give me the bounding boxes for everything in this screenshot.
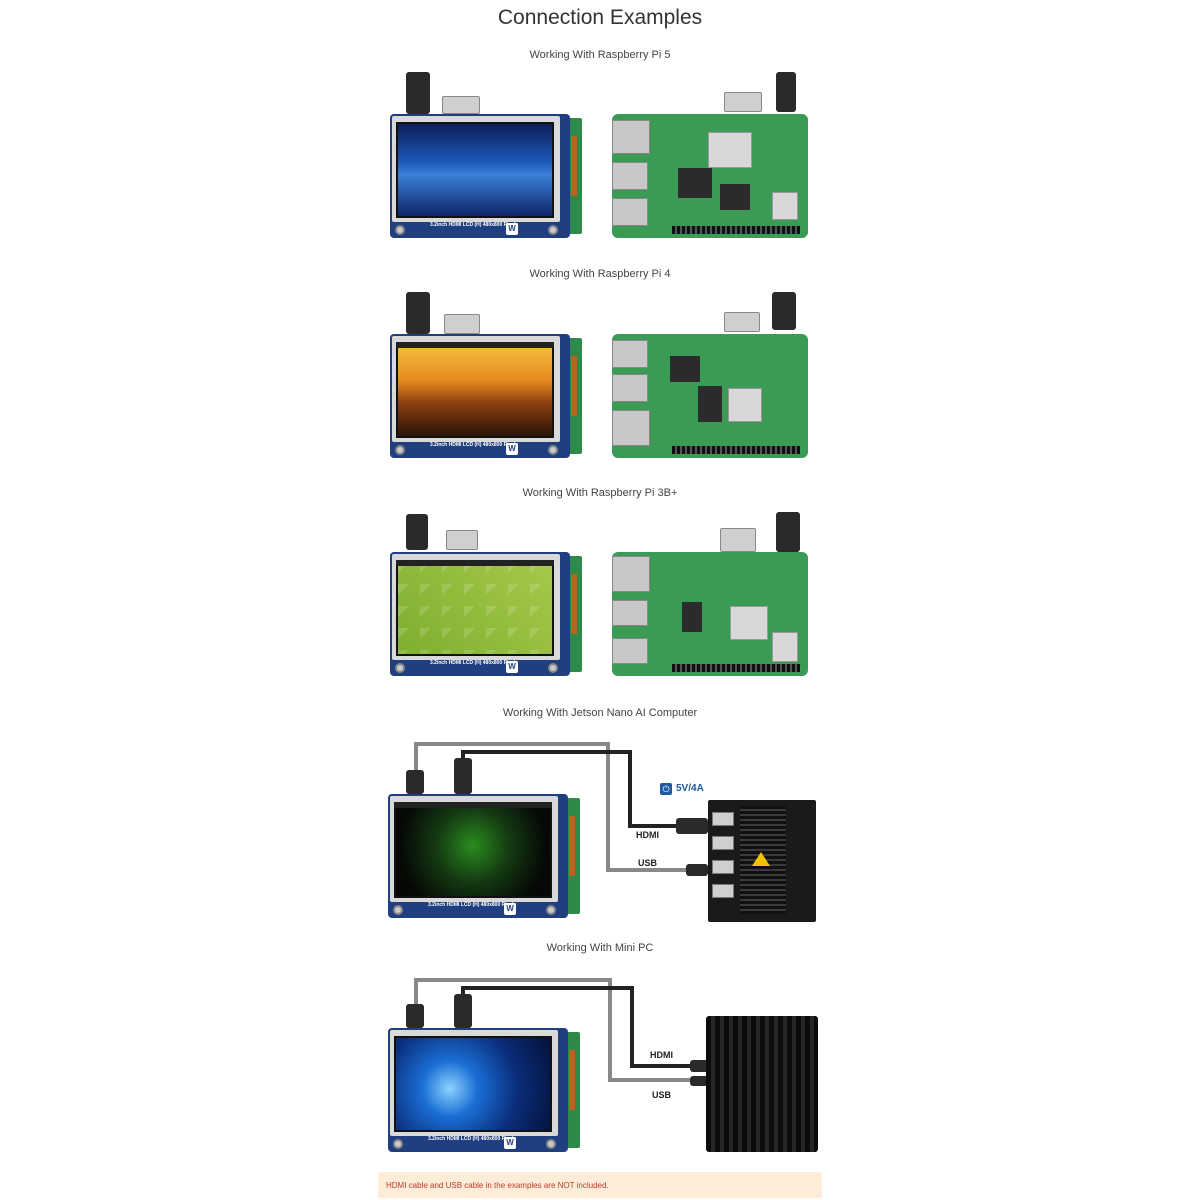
mini-pc xyxy=(706,1016,818,1152)
lcd-module: 3.2inch HDMI LCD (H) 480x800 Pixels W xyxy=(388,794,584,918)
lcd-screen-image xyxy=(396,560,554,656)
waveshare-logo-icon: W xyxy=(504,903,516,915)
hdmi-plug-icon xyxy=(676,818,708,834)
usb-plug-icon xyxy=(406,514,428,550)
section-label-minipc: Working With Mini PC xyxy=(546,942,654,954)
waveshare-logo-icon: W xyxy=(504,1137,516,1149)
lcd-screen-image xyxy=(394,802,552,898)
power-icon: ⏻ xyxy=(660,783,672,795)
lcd-module: 3.2inch HDMI LCD (H) 480x800 Pixels W xyxy=(390,552,586,676)
usb-plug-icon xyxy=(690,1076,708,1086)
lcd-screen-image xyxy=(396,342,554,438)
disclaimer-note: HDMI cable and USB cable in the examples… xyxy=(378,1172,822,1198)
jetson-nano-board xyxy=(708,800,816,922)
usb-plug-icon xyxy=(686,864,708,876)
power-label: 5V/4A xyxy=(676,783,704,794)
lcd-module: 3.2inch HDMI LCD (H) 480x800 Pixels W xyxy=(388,1028,584,1152)
hdmi-plug-icon xyxy=(724,312,760,332)
raspberry-pi-4-board xyxy=(612,334,808,458)
lcd-screen-image xyxy=(396,122,554,218)
hdmi-plug-icon xyxy=(454,758,472,794)
waveshare-logo-icon: W xyxy=(506,661,518,673)
hdmi-plug-icon xyxy=(724,92,762,112)
usb-plug-icon xyxy=(406,1004,424,1028)
lcd-model-label: 3.2inch HDMI LCD (H) 480x800 Pixels xyxy=(428,1136,517,1142)
hdmi-plug-icon xyxy=(454,994,472,1028)
lcd-model-label: 3.2inch HDMI LCD (H) 480x800 Pixels xyxy=(430,442,519,448)
section-label-jetson: Working With Jetson Nano AI Computer xyxy=(502,707,698,719)
usb-cable-label: USB xyxy=(638,858,658,868)
lcd-model-label: 3.2inch HDMI LCD (H) 480x800 Pixels xyxy=(430,660,519,666)
section-label-rpi3b: Working With Raspberry Pi 3B+ xyxy=(522,487,678,499)
lcd-module: 3.2inch HDMI LCD (H) 480x800 Pixels W xyxy=(390,114,586,238)
usb-plug-icon xyxy=(406,292,430,334)
warning-icon xyxy=(752,852,770,866)
hdmi-cable-label: HDMI xyxy=(636,830,659,840)
raspberry-pi-5-board xyxy=(612,114,808,238)
section-label-rpi4: Working With Raspberry Pi 4 xyxy=(529,268,671,280)
section-label-rpi5: Working With Raspberry Pi 5 xyxy=(529,49,671,61)
lcd-module: 3.2inch HDMI LCD (H) 480x800 Pixels W xyxy=(390,334,586,458)
lcd-model-label: 3.2inch HDMI LCD (H) 480x800 Pixels xyxy=(430,222,519,228)
hdmi-plug-icon xyxy=(442,96,480,114)
lcd-screen-image xyxy=(394,1036,552,1132)
usb-plug-icon xyxy=(776,512,800,552)
hdmi-cable-label: HDMI xyxy=(650,1050,673,1060)
hdmi-plug-icon xyxy=(444,314,480,334)
hdmi-plug-icon xyxy=(720,528,756,552)
waveshare-logo-icon: W xyxy=(506,223,518,235)
usb-plug-icon xyxy=(772,292,796,330)
hdmi-plug-icon xyxy=(446,530,478,550)
usb-plug-icon xyxy=(406,770,424,794)
usb-plug-icon xyxy=(776,72,796,112)
usb-plug-icon xyxy=(406,72,430,114)
page-title: Connection Examples xyxy=(497,6,703,29)
waveshare-logo-icon: W xyxy=(506,443,518,455)
usb-cable-label: USB xyxy=(652,1090,672,1100)
hdmi-plug-icon xyxy=(690,1060,708,1072)
raspberry-pi-3b-board xyxy=(612,552,808,676)
lcd-model-label: 3.2inch HDMI LCD (H) 480x800 Pixels xyxy=(428,902,517,908)
